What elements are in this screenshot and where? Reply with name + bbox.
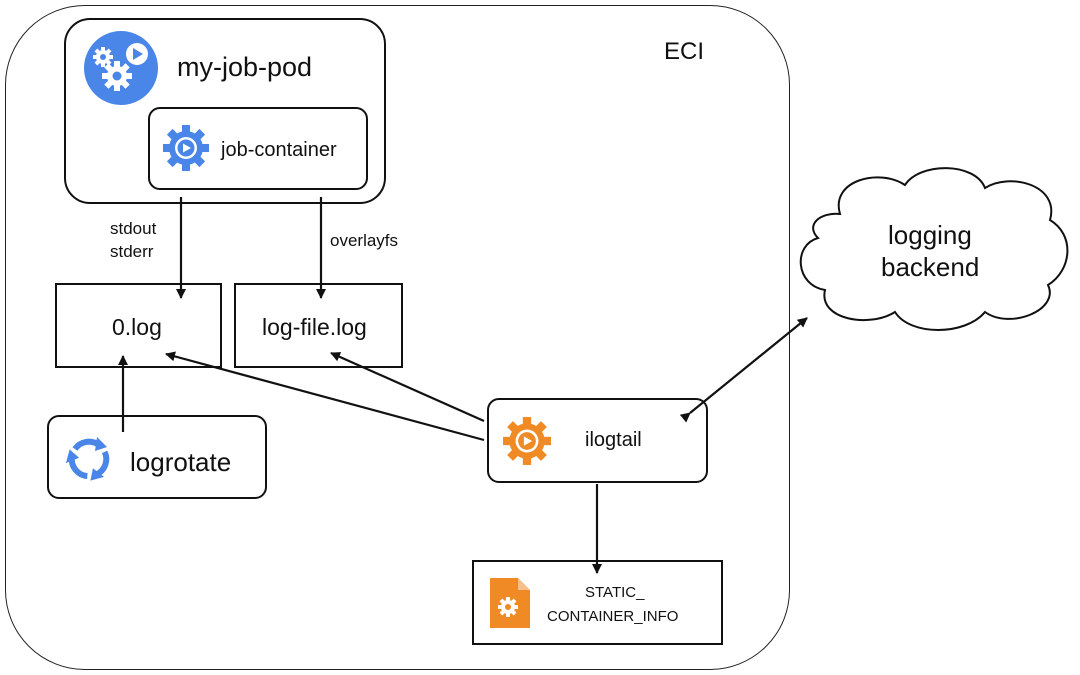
eci-label: ECI bbox=[664, 38, 705, 65]
logrotate-box bbox=[47, 415, 267, 499]
zero-log-box bbox=[55, 283, 222, 368]
gear-play-icon bbox=[162, 124, 210, 172]
backend-line2: backend bbox=[881, 252, 980, 282]
gears-play-icon bbox=[83, 30, 159, 106]
ilogtail-label: ilogtail bbox=[585, 429, 642, 451]
stdout-label: stdout bbox=[110, 219, 157, 238]
backend-line1: logging bbox=[888, 220, 972, 250]
ilogtail-gear-icon bbox=[502, 416, 552, 466]
static-info-line2: CONTAINER_INFO bbox=[547, 608, 679, 625]
container-title: job-container bbox=[221, 139, 337, 161]
arrow-ilogtail-backend-bidirectional bbox=[679, 317, 808, 423]
arrow-ilogtail-to-zero-log bbox=[165, 351, 485, 442]
arrow-ilogtail-to-log-file bbox=[330, 351, 485, 423]
log-file-label: log-file.log bbox=[262, 314, 367, 340]
static-info-line1: STATIC_ bbox=[585, 584, 645, 601]
document-gear-icon bbox=[490, 578, 530, 628]
zero-log-label: 0.log bbox=[112, 314, 162, 340]
logrotate-label: logrotate bbox=[130, 447, 232, 477]
stderr-label: stderr bbox=[110, 242, 154, 261]
rotate-arrows-icon bbox=[64, 434, 114, 484]
overlayfs-label: overlayfs bbox=[330, 231, 399, 250]
pod-title: my-job-pod bbox=[177, 52, 313, 82]
